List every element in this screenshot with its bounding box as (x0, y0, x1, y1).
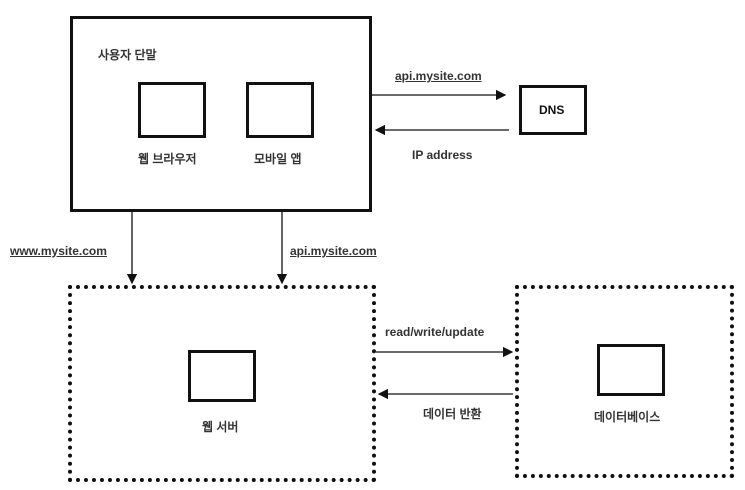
web-browser-label: 웹 브라우저 (138, 152, 197, 166)
dns-response-label: IP address (412, 148, 473, 162)
dns-request-label: api.mysite.com (395, 69, 482, 83)
db-response-label: 데이터 반환 (423, 407, 482, 421)
web-request-label: www.mysite.com (10, 244, 107, 258)
database-group (515, 285, 734, 478)
mobile-app-box (246, 82, 314, 138)
database-box (597, 344, 665, 396)
mobile-app-label: 모바일 앱 (254, 152, 302, 166)
db-request-label: read/write/update (385, 325, 485, 339)
client-device-title: 사용자 단말 (98, 48, 157, 62)
web-browser-box (138, 82, 206, 138)
dns-box (519, 85, 587, 135)
client-device-box (70, 16, 372, 212)
api-request-label: api.mysite.com (290, 244, 377, 258)
web-server-box (188, 350, 256, 402)
database-label: 데이터베이스 (594, 410, 661, 424)
dns-label: DNS (539, 103, 565, 117)
web-server-label: 웹 서버 (202, 420, 239, 434)
